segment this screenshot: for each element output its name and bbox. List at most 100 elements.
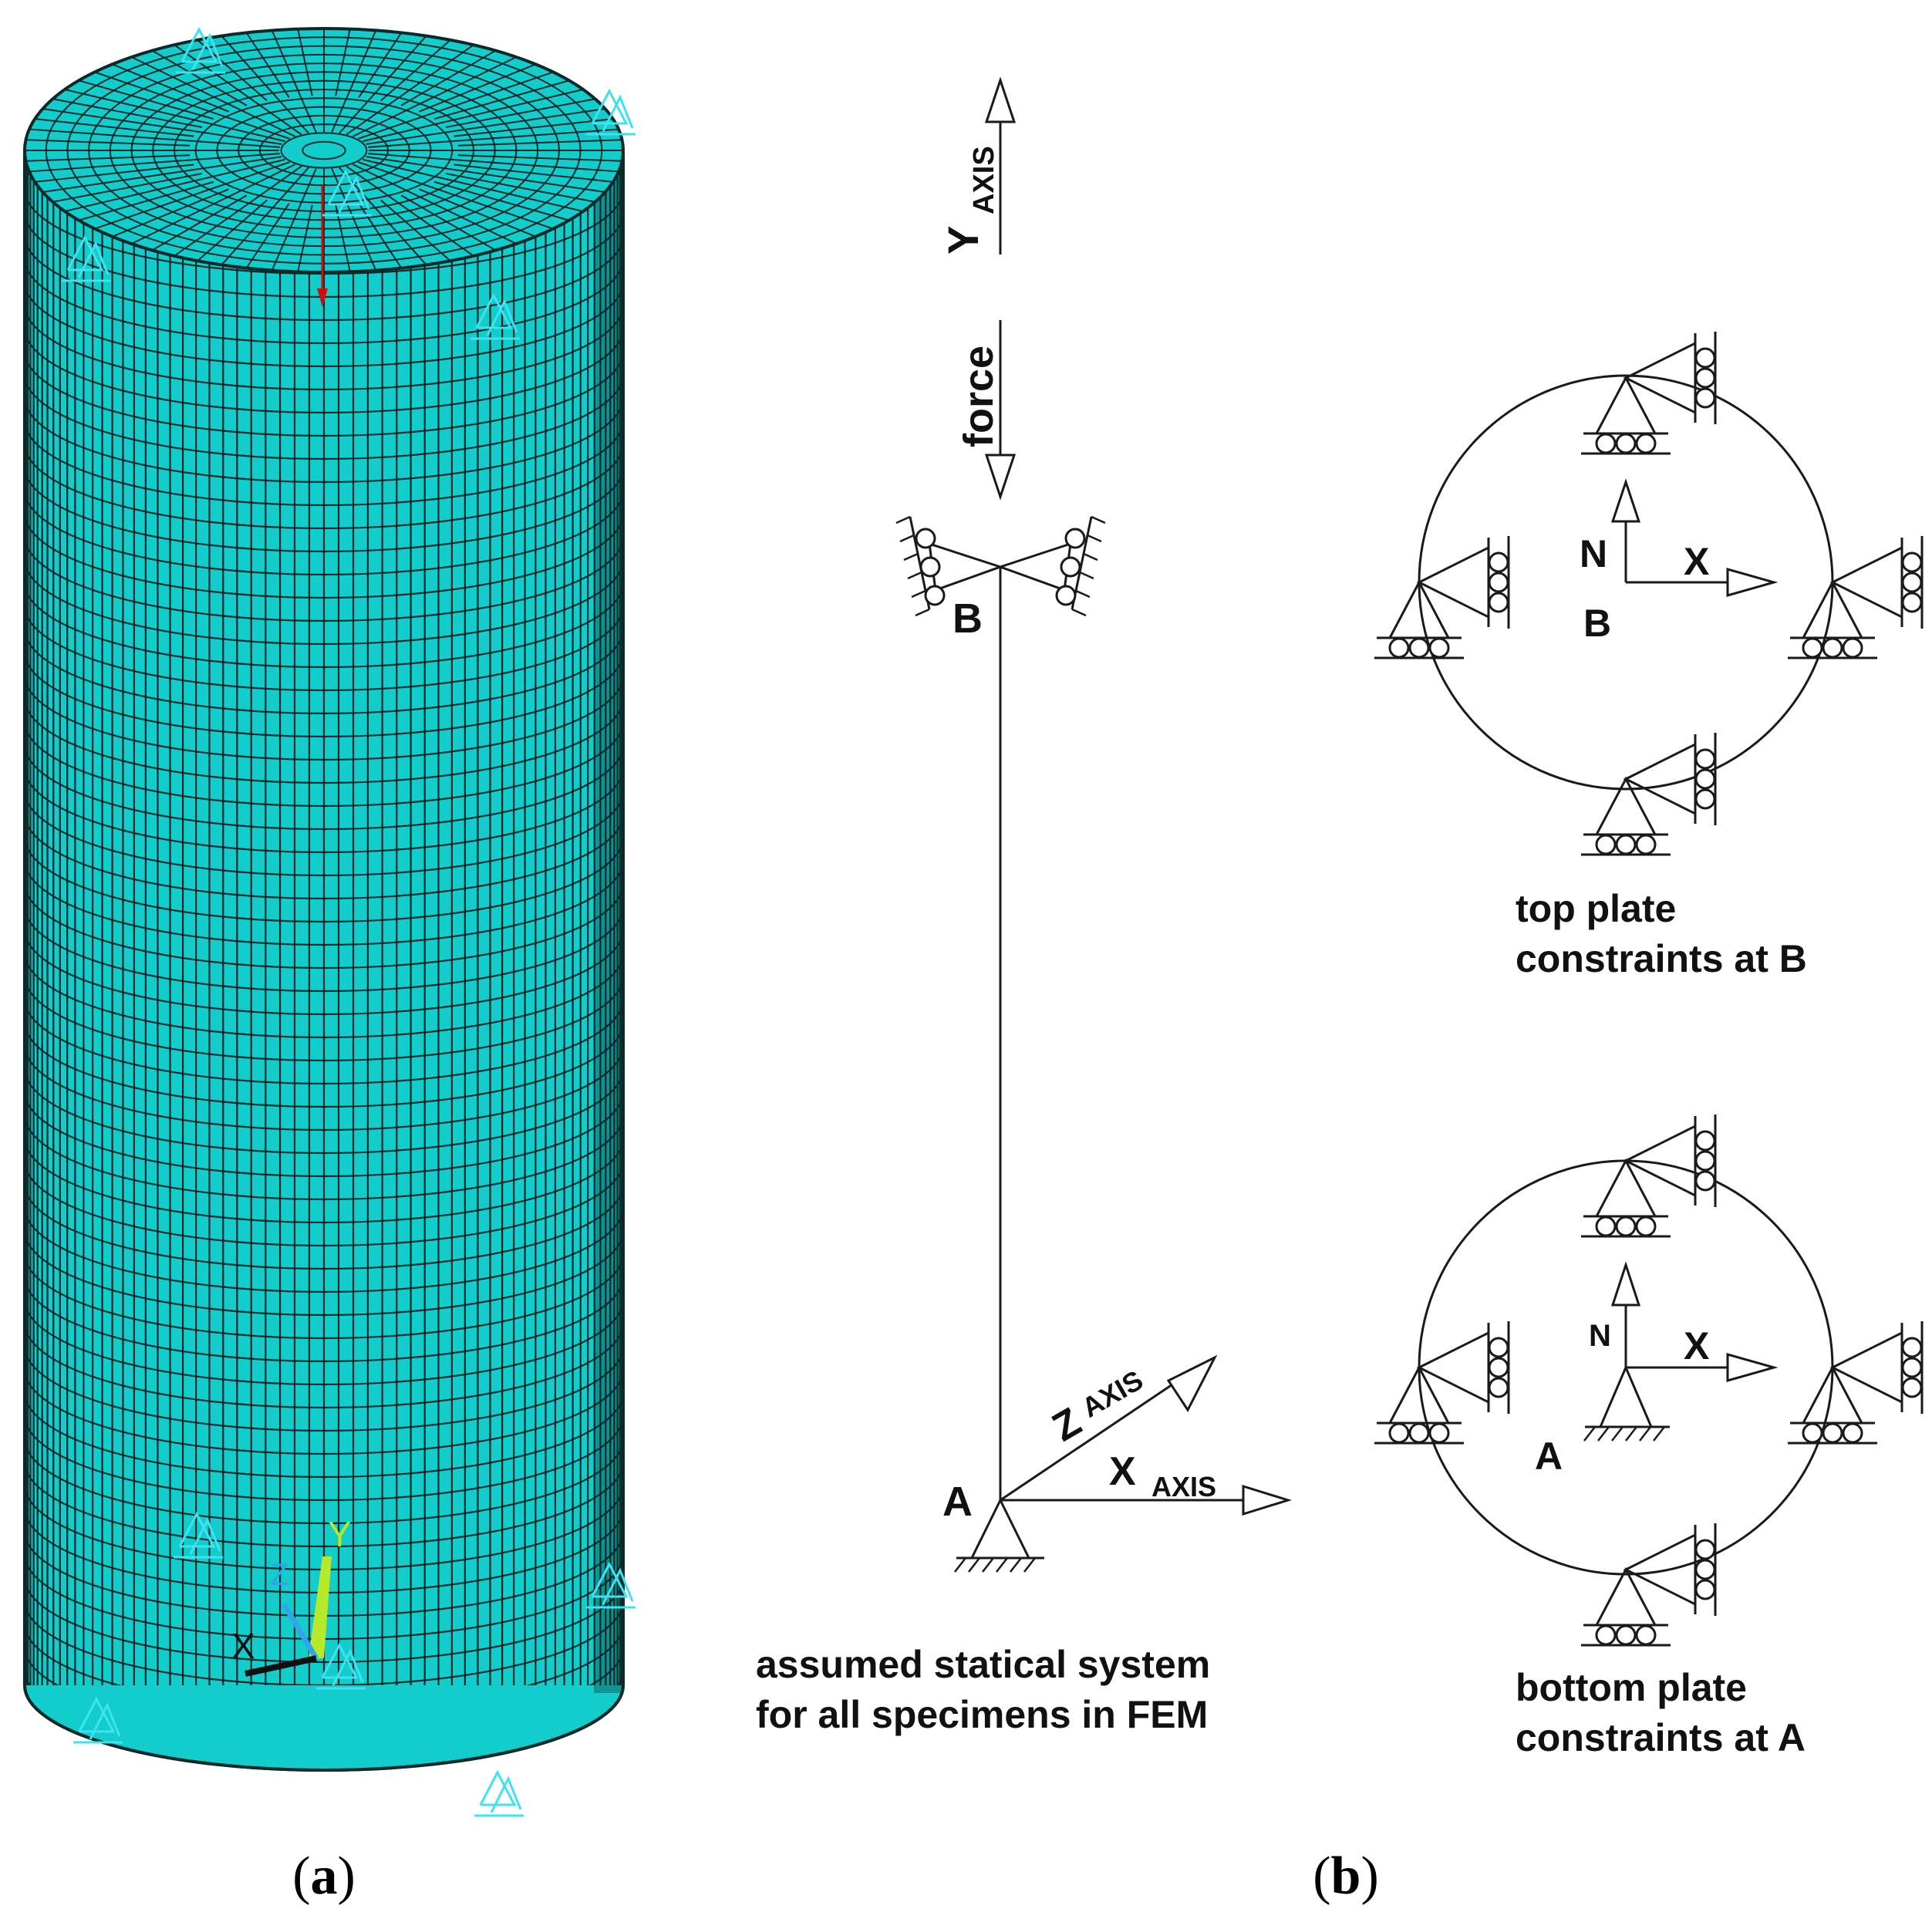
bottom-n-arrowhead	[1610, 1261, 1641, 1307]
roller-support-icon	[1788, 536, 1924, 659]
mesh-line	[25, 1438, 624, 1525]
mesh-spoke	[245, 32, 290, 98]
mesh-line	[25, 998, 624, 1085]
mesh-spoke	[335, 29, 351, 96]
mesh-spoke	[271, 30, 317, 133]
bottom-x-arrowhead	[1726, 1353, 1779, 1382]
bottom-x-label: X	[1684, 1324, 1709, 1367]
mesh-spoke	[131, 56, 296, 137]
mesh-line	[25, 466, 624, 553]
mesh-line	[25, 1067, 624, 1155]
mesh-line	[25, 929, 624, 1016]
roller-support-icon	[1581, 332, 1717, 455]
y-axis-arrowhead	[984, 76, 1017, 123]
mesh-spoke	[362, 158, 584, 212]
caption-b: (b)	[1313, 1846, 1379, 1906]
mesh-spoke	[433, 180, 570, 221]
x-axis-arrowhead	[1242, 1484, 1293, 1516]
mesh-line	[25, 1253, 624, 1340]
mesh-spoke	[358, 32, 403, 98]
mesh-spoke	[112, 63, 229, 113]
mesh-line	[25, 674, 624, 761]
mesh-spoke	[368, 153, 619, 173]
mesh-spoke	[339, 35, 427, 134]
mesh-spoke	[29, 153, 280, 173]
mesh-spoke	[174, 44, 302, 136]
y-axis-label: Y AXIS	[939, 146, 1000, 255]
constraint-icon	[62, 234, 111, 282]
mesh-line	[25, 443, 624, 530]
mesh-line	[25, 905, 624, 993]
mesh-line	[25, 1322, 624, 1409]
z-axis-arrowhead	[1166, 1354, 1218, 1412]
mesh-spoke	[151, 49, 248, 106]
mesh-line	[25, 1577, 624, 1664]
mesh-spoke	[174, 165, 302, 257]
mesh-line	[25, 1368, 624, 1455]
mesh-line	[25, 327, 624, 414]
mesh-spoke	[380, 199, 451, 261]
mesh-spoke	[35, 118, 194, 137]
statical-caption-line1: assumed statical system	[756, 1643, 1210, 1686]
mesh-spoke	[380, 39, 451, 102]
svg-text:AXIS: AXIS	[968, 146, 1000, 214]
mesh-line	[25, 1206, 624, 1293]
mesh-spoke	[352, 164, 517, 244]
mesh-spoke	[42, 107, 282, 145]
mesh-spoke	[78, 79, 214, 120]
statical-system: Y AXIS force B A Z	[756, 76, 1293, 1736]
mesh-spoke	[446, 173, 595, 203]
mesh-line	[25, 813, 624, 900]
z-axis-line	[1000, 1375, 1185, 1502]
support-a-pin	[954, 1497, 1044, 1573]
mesh-line	[25, 882, 624, 970]
mesh-line	[25, 697, 624, 784]
mesh-line	[25, 1021, 624, 1108]
bottom-caption-line2: constraints at A	[1516, 1716, 1806, 1759]
mesh-spoke	[331, 30, 377, 133]
roller-support-icon	[1581, 1115, 1717, 1238]
mesh-spoke	[419, 63, 536, 113]
mesh-line	[25, 1276, 624, 1363]
mesh-line	[25, 628, 624, 715]
roller-support-icon	[1374, 536, 1510, 659]
mesh-line	[25, 720, 624, 808]
top-n-label: N	[1580, 532, 1607, 575]
mesh-line	[25, 1114, 624, 1201]
mesh-ring	[280, 132, 368, 169]
mesh-line	[25, 1183, 624, 1270]
mesh-line	[25, 373, 624, 460]
mesh-line	[25, 420, 624, 507]
mesh-spoke	[400, 49, 497, 106]
bottom-plate-diagram: N X A bottom plate constraints at A	[1374, 1115, 1924, 1759]
roller-support-icon	[1581, 1523, 1717, 1647]
mesh-line	[25, 258, 624, 345]
mesh-line	[25, 396, 624, 484]
mesh-spoke	[352, 56, 517, 137]
mesh-spoke	[151, 194, 248, 251]
support-b-rollers	[895, 515, 1106, 617]
top-x-arrowhead	[1726, 568, 1779, 597]
mesh-spoke	[457, 154, 622, 162]
mesh-spoke	[457, 139, 622, 147]
mesh-spoke	[52, 98, 202, 128]
mesh-line	[25, 1345, 624, 1432]
mesh-line	[25, 489, 624, 576]
mesh-spoke	[29, 128, 280, 148]
bottom-n-label: N	[1589, 1319, 1611, 1353]
mesh-spoke	[42, 156, 282, 194]
roller-support-icon	[1374, 1321, 1510, 1445]
mesh-spoke	[197, 199, 268, 261]
side-mesh-grid	[25, 150, 624, 1685]
constraint-icon	[470, 292, 520, 340]
mesh-line	[25, 975, 624, 1062]
mesh-spoke	[271, 167, 317, 271]
mesh-spoke	[297, 204, 313, 272]
triad-z-label: Z	[270, 1558, 288, 1592]
mesh-spoke	[25, 154, 191, 162]
top-n-arrowhead	[1610, 478, 1641, 523]
z-axis-label: Z AXIS	[1045, 1364, 1148, 1450]
mesh-spoke	[221, 35, 309, 134]
mesh-spoke	[94, 71, 290, 140]
force-arrowhead	[984, 454, 1017, 501]
